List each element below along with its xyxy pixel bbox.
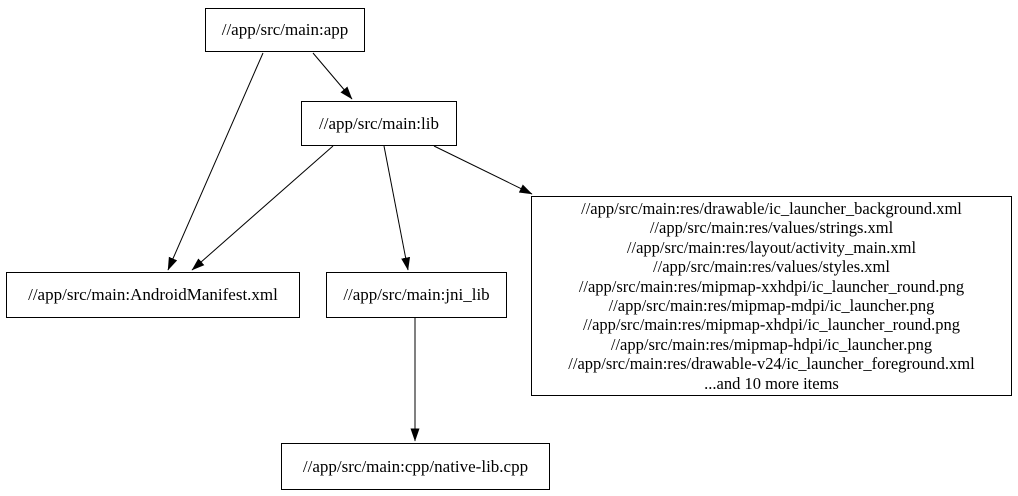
res-file-item: //app/src/main:res/mipmap-hdpi/ic_launch… [610, 334, 933, 354]
edge-lib-to-androidmanifest [191, 145, 334, 271]
node-res-group: //app/src/main:res/drawable/ic_launcher_… [531, 196, 1012, 396]
node-androidmanifest-label: //app/src/main:AndroidManifest.xml [28, 285, 278, 305]
node-app: //app/src/main:app [205, 8, 365, 52]
res-file-item: //app/src/main:res/mipmap-xxhdpi/ic_laun… [578, 276, 965, 296]
node-androidmanifest: //app/src/main:AndroidManifest.xml [6, 272, 300, 318]
res-file-item: //app/src/main:res/mipmap-xhdpi/ic_launc… [582, 315, 961, 335]
node-jni-lib-label: //app/src/main:jni_lib [343, 285, 490, 305]
node-native-lib-cpp: //app/src/main:cpp/native-lib.cpp [281, 443, 550, 490]
res-file-item: //app/src/main:res/mipmap-mdpi/ic_launch… [608, 296, 935, 315]
edge-app-to-androidmanifest [167, 52, 264, 271]
res-file-item: //app/src/main:res/drawable/ic_launcher_… [581, 198, 962, 218]
res-file-item: //app/src/main:res/layout/activity_main.… [626, 237, 917, 257]
res-file-item: //app/src/main:res/drawable-v24/ic_launc… [568, 354, 975, 374]
node-lib: //app/src/main:lib [301, 101, 457, 146]
edge-app-to-lib [312, 52, 353, 100]
res-file-item: //app/src/main:res/values/strings.xml [649, 218, 894, 238]
node-native-lib-cpp-label: //app/src/main:cpp/native-lib.cpp [302, 456, 529, 476]
edge-lib-to-res-group [433, 145, 533, 195]
node-lib-label: //app/src/main:lib [319, 113, 439, 133]
node-app-label: //app/src/main:app [221, 20, 349, 40]
edge-lib-to-jni-lib [383, 145, 411, 271]
node-jni-lib: //app/src/main:jni_lib [326, 272, 507, 318]
res-more-items-label: ...and 10 more items [704, 373, 839, 393]
res-file-item: //app/src/main:res/values/styles.xml [653, 257, 890, 277]
